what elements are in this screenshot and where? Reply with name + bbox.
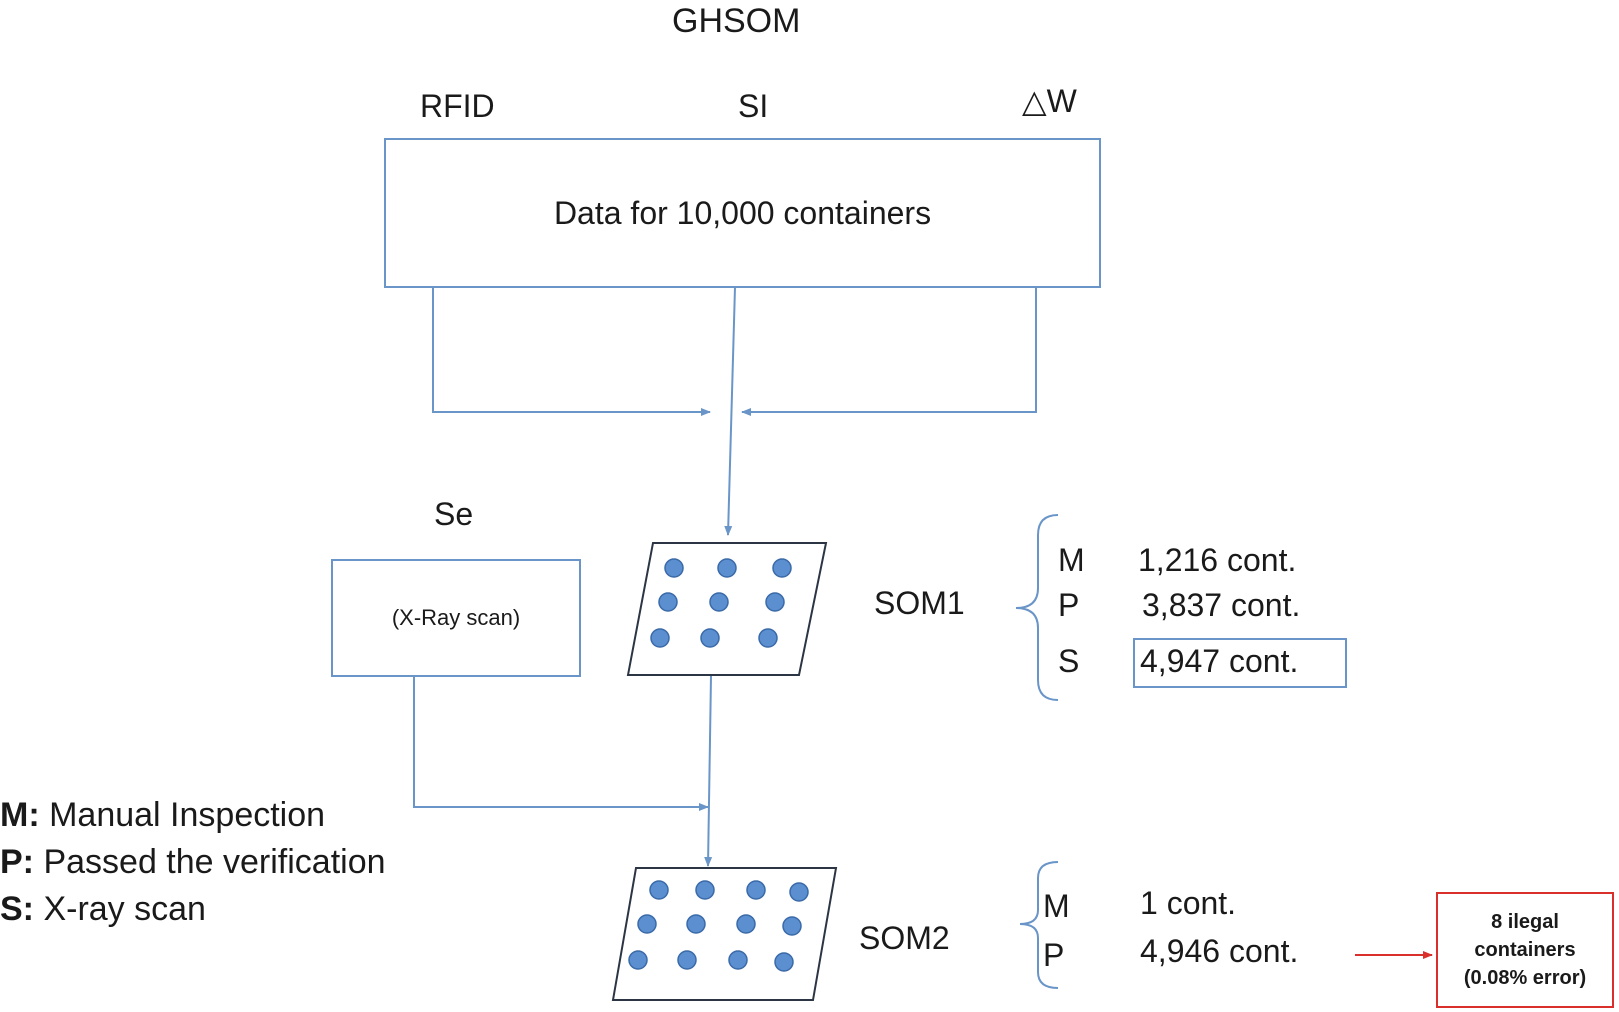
legend-item-m: M: Manual Inspection xyxy=(0,796,325,835)
legend-item-s: S: X-ray scan xyxy=(0,890,206,929)
connector-dw xyxy=(741,287,1037,416)
som1-key-s: S xyxy=(1058,643,1080,679)
som2-key-p: P xyxy=(1043,937,1065,973)
som1-value-s: 4,947 cont. xyxy=(1140,643,1299,679)
som1-value-s-box xyxy=(1133,638,1347,688)
som2-node xyxy=(695,880,715,900)
som2-node xyxy=(637,914,657,934)
error-note-box: 8 ilegal containers (0.08% error) xyxy=(1436,892,1614,1008)
som2-node xyxy=(628,950,648,970)
xray-scan-label: (X-Ray scan) xyxy=(391,605,521,630)
som2-node xyxy=(736,914,756,934)
som1-node xyxy=(772,558,792,578)
connector-som1-to-som2 xyxy=(704,675,713,867)
som2-label: SOM2 xyxy=(859,920,950,956)
input-label-dw: △W xyxy=(1022,83,1077,119)
som2-node xyxy=(649,880,669,900)
som2-brace xyxy=(1019,861,1059,989)
legend-text-s: X-ray scan xyxy=(34,890,206,928)
xray-scan-box: (X-Ray scan) xyxy=(331,559,581,677)
se-label: Se xyxy=(434,496,474,532)
legend-text-m: Manual Inspection xyxy=(39,796,326,834)
som1-key-m: M xyxy=(1058,542,1085,578)
som2-nodes xyxy=(628,880,809,972)
som1-node xyxy=(650,628,670,648)
som1-node xyxy=(658,592,678,612)
som1-node xyxy=(709,592,729,612)
connector-se-to-som2 xyxy=(413,676,709,811)
som1-label: SOM1 xyxy=(874,585,965,621)
som2-node xyxy=(728,950,748,970)
som2-key-m: M xyxy=(1043,888,1070,924)
input-label-rfid: RFID xyxy=(420,88,495,124)
error-note-line2: containers xyxy=(1474,939,1576,961)
diagram-title: GHSOM xyxy=(672,2,801,40)
som2-node xyxy=(789,882,809,902)
som2-value-p: 4,946 cont. xyxy=(1140,933,1299,969)
som1-node xyxy=(717,558,737,578)
legend-key-p: P: xyxy=(0,843,34,881)
error-note-line3: (0.08% error) xyxy=(1463,967,1587,989)
connector-rfid xyxy=(432,287,711,416)
legend-item-p: P: Passed the verification xyxy=(0,843,386,882)
som1-node xyxy=(758,628,778,648)
som2-node xyxy=(677,950,697,970)
error-note-line1: 8 ilegal xyxy=(1491,911,1559,933)
input-label-si: SI xyxy=(738,88,769,124)
legend-key-s: S: xyxy=(0,890,34,928)
som1-node xyxy=(700,628,720,648)
som1-value-m: 1,216 cont. xyxy=(1138,542,1297,578)
som2-node xyxy=(782,916,802,936)
som2-node xyxy=(774,952,794,972)
legend-key-m: M: xyxy=(0,796,40,834)
som1-nodes xyxy=(650,558,792,648)
som1-brace xyxy=(1015,514,1059,701)
som1-key-p: P xyxy=(1058,587,1080,623)
som2-node xyxy=(686,914,706,934)
data-box: Data for 10,000 containers xyxy=(384,138,1101,288)
legend-text-p: Passed the verification xyxy=(34,843,386,881)
connector-si-to-som1 xyxy=(724,286,736,536)
som2-node xyxy=(746,880,766,900)
som1-node xyxy=(664,558,684,578)
som2-value-m: 1 cont. xyxy=(1140,885,1237,921)
data-box-label: Data for 10,000 containers xyxy=(553,194,932,231)
som1-node xyxy=(765,592,785,612)
som1-value-p: 3,837 cont. xyxy=(1142,587,1301,623)
